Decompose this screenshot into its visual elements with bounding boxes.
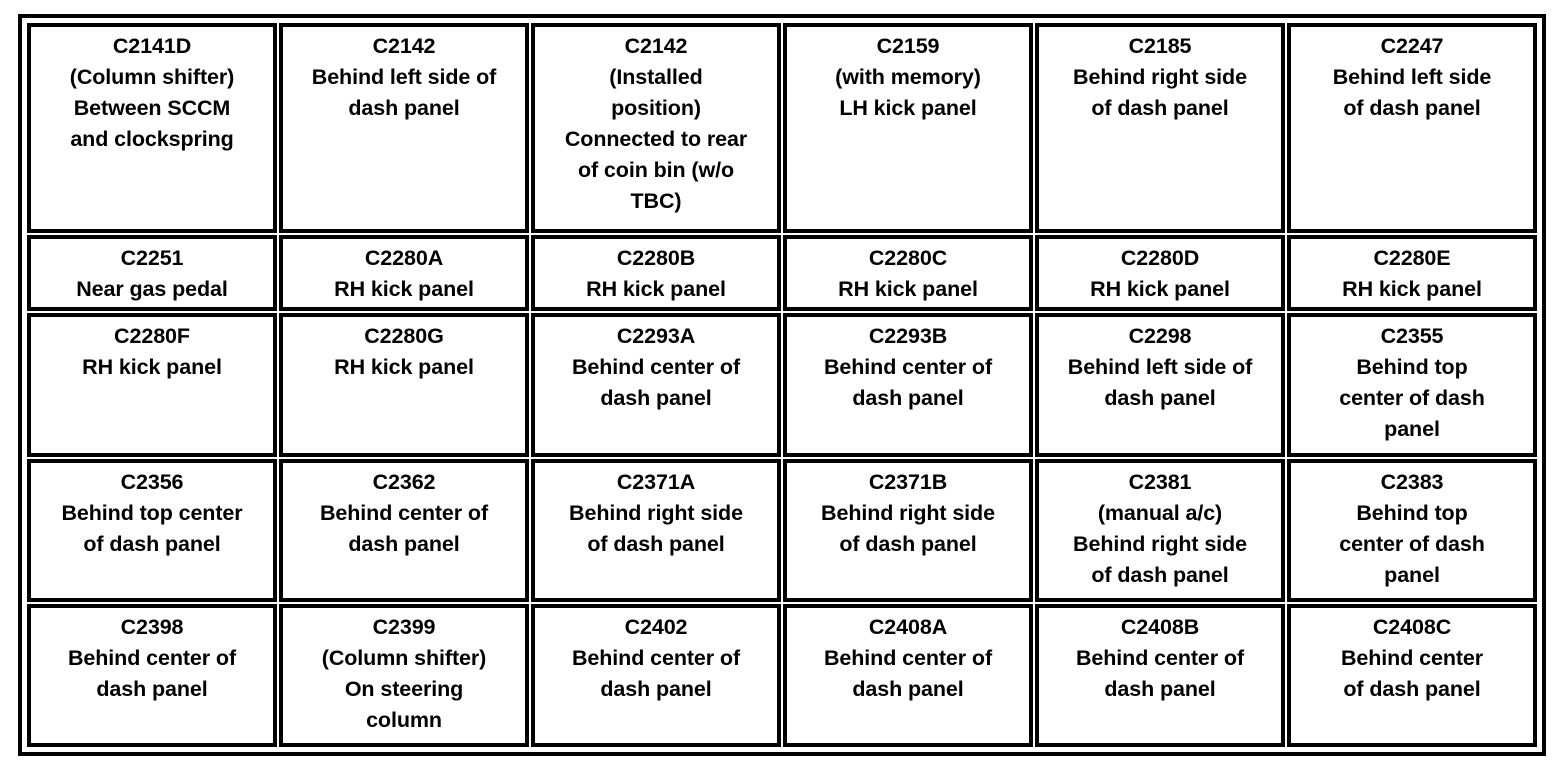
table-cell-connector: C2408B Behind center of dash panel — [1035, 603, 1285, 747]
table-cell-connector: C2280F RH kick panel — [27, 313, 277, 457]
connector-cell-text: C2293A Behind center of dash panel — [571, 324, 741, 411]
table-cell-connector: C2280D RH kick panel — [1035, 234, 1285, 312]
table-cell-connector: C2251 Near gas pedal — [27, 234, 277, 312]
table-cell-connector: C2159 (with memory) LH kick panel — [783, 23, 1033, 233]
table-cell-connector: C2293B Behind center of dash panel — [783, 313, 1033, 457]
connector-cell-text: C2280D RH kick panel — [1090, 245, 1230, 301]
connector-cell-text: C2251 Near gas pedal — [76, 245, 228, 301]
table-cell-connector: C2408C Behind center of dash panel — [1287, 603, 1537, 747]
connector-cell-text: C2362 Behind center of dash panel — [319, 469, 489, 556]
table-cell-connector: C2402 Behind center of dash panel — [531, 603, 781, 747]
table-row: C2398 Behind center of dash panel C2399 … — [26, 603, 1538, 748]
table-cell-connector: C2280A RH kick panel — [279, 234, 529, 312]
connector-cell-text: C2141D (Column shifter) Between SCCM and… — [69, 34, 235, 151]
table-cell-connector: C2381 (manual a/c) Behind right side of … — [1035, 458, 1285, 602]
connector-cell-text: C2398 Behind center of dash panel — [67, 614, 237, 701]
table-cell-connector: C2185 Behind right side of dash panel — [1035, 23, 1285, 233]
table-cell-connector: C2371B Behind right side of dash panel — [783, 458, 1033, 602]
connector-cell-text: C2247 Behind left side of dash panel — [1332, 34, 1492, 120]
table-cell-connector: C2383 Behind top center of dash panel — [1287, 458, 1537, 602]
table-cell-connector: C2280E RH kick panel — [1287, 234, 1537, 312]
connector-cell-text: C2356 Behind top center of dash panel — [61, 469, 243, 556]
connector-cell-text: C2142 Behind left side of dash panel — [311, 34, 497, 120]
table-cell-connector: C2371A Behind right side of dash panel — [531, 458, 781, 602]
connector-cell-text: C2280F RH kick panel — [82, 324, 222, 380]
table-body: C2141D (Column shifter) Between SCCM and… — [26, 22, 1538, 748]
table-cell-connector: C2355 Behind top center of dash panel — [1287, 313, 1537, 457]
table-row: C2251 Near gas pedal C2280A RH kick pane… — [26, 234, 1538, 313]
connector-cell-text: C2298 Behind left side of dash panel — [1067, 324, 1253, 411]
table-cell-connector: C2408A Behind center of dash panel — [783, 603, 1033, 747]
table-cell-connector: C2280C RH kick panel — [783, 234, 1033, 312]
table-cell-connector: C2142 (Installed position) Connected to … — [531, 23, 781, 233]
connector-cell-text: C2399 (Column shifter) On steering colum… — [321, 614, 487, 732]
table-cell-connector: C2362 Behind center of dash panel — [279, 458, 529, 602]
connector-cell-text: C2280A RH kick panel — [334, 245, 474, 301]
connector-cell-text: C2381 (manual a/c) Behind right side of … — [1073, 469, 1247, 587]
connector-cell-text: C2408A Behind center of dash panel — [823, 614, 993, 701]
table-cell-connector: C2247 Behind left side of dash panel — [1287, 23, 1537, 233]
connector-cell-text: C2142 (Installed position) Connected to … — [564, 34, 748, 213]
table-cell-connector: C2398 Behind center of dash panel — [27, 603, 277, 747]
table-cell-connector: C2142 Behind left side of dash panel — [279, 23, 529, 233]
connector-cell-text: C2355 Behind top center of dash panel — [1339, 324, 1485, 442]
connector-cell-text: C2402 Behind center of dash panel — [571, 614, 741, 701]
table-row: C2141D (Column shifter) Between SCCM and… — [26, 22, 1538, 234]
connector-cell-text: C2408C Behind center of dash panel — [1340, 614, 1484, 701]
connector-cell-text: C2280B RH kick panel — [586, 245, 726, 301]
table-cell-connector: C2298 Behind left side of dash panel — [1035, 313, 1285, 457]
connector-cell-text: C2280C RH kick panel — [838, 245, 978, 301]
table-cell-connector: C2356 Behind top center of dash panel — [27, 458, 277, 602]
connector-cell-text: C2408B Behind center of dash panel — [1075, 614, 1245, 701]
table-cell-connector: C2293A Behind center of dash panel — [531, 313, 781, 457]
connector-cell-text: C2293B Behind center of dash panel — [823, 324, 993, 411]
connector-location-table: C2141D (Column shifter) Between SCCM and… — [18, 14, 1546, 756]
table-cell-connector: C2141D (Column shifter) Between SCCM and… — [27, 23, 277, 233]
table-cell-connector: C2280B RH kick panel — [531, 234, 781, 312]
table-row: C2280F RH kick panel C2280G RH kick pane… — [26, 312, 1538, 457]
connector-cell-text: C2383 Behind top center of dash panel — [1339, 469, 1485, 587]
connector-cell-text: C2371A Behind right side of dash panel — [569, 469, 743, 556]
table-row: C2356 Behind top center of dash panel C2… — [26, 458, 1538, 603]
table-cell-connector: C2399 (Column shifter) On steering colum… — [279, 603, 529, 747]
table-cell-connector: C2280G RH kick panel — [279, 313, 529, 457]
connector-cell-text: C2185 Behind right side of dash panel — [1073, 34, 1247, 120]
connector-cell-text: C2280G RH kick panel — [334, 324, 474, 380]
connector-cell-text: C2371B Behind right side of dash panel — [821, 469, 995, 556]
connector-cell-text: C2159 (with memory) LH kick panel — [835, 34, 981, 120]
connector-cell-text: C2280E RH kick panel — [1342, 245, 1482, 301]
